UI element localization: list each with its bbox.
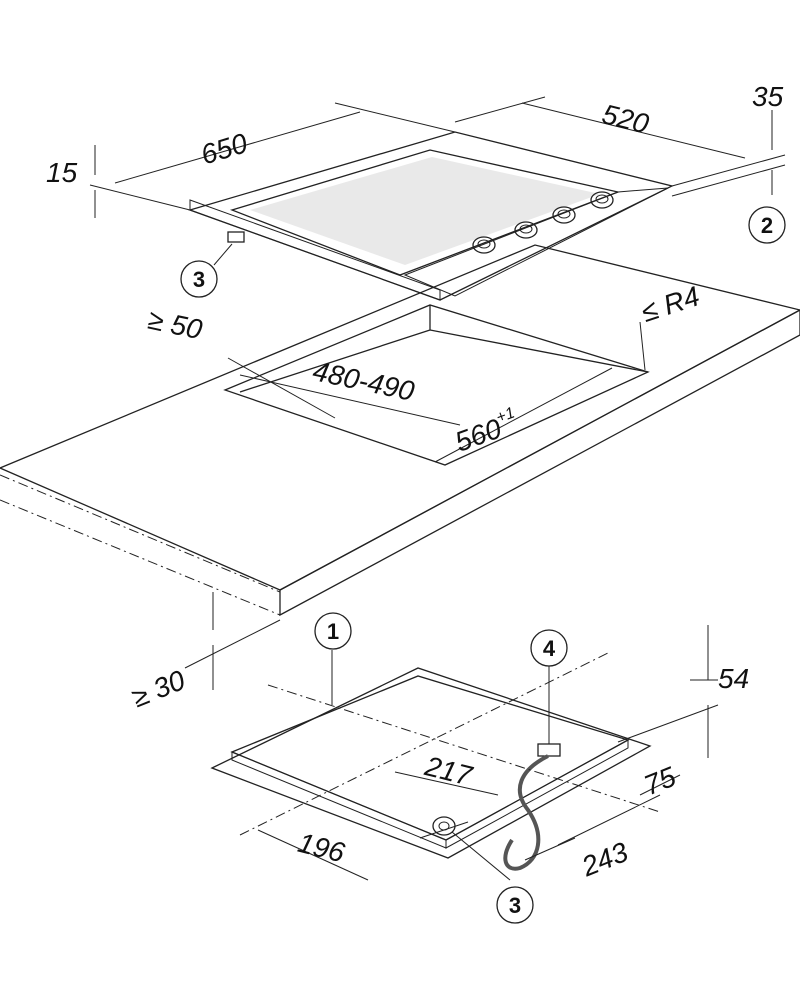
hob-base-plate	[210, 667, 652, 859]
dimension-hob-depth: 520	[599, 98, 652, 139]
callout-1: 1	[314, 612, 352, 650]
control-knob-2	[514, 221, 538, 239]
worktop	[0, 244, 800, 617]
control-knob-1	[472, 236, 496, 254]
dimension-217: 217	[421, 750, 476, 792]
hob-top	[187, 131, 674, 301]
hob-base-front	[231, 751, 447, 849]
cutout-inner-walls	[239, 305, 649, 393]
bottom-dimension-lines	[239, 625, 719, 881]
hob-glass-highlight	[250, 157, 600, 265]
callout-3-bottom-label: 3	[509, 893, 521, 918]
worktop-front-edge	[279, 309, 800, 617]
callout-2: 2	[748, 206, 786, 244]
dimension-196: 196	[295, 827, 348, 868]
gas-connector-top	[227, 231, 245, 243]
dimension-75: 75	[640, 761, 681, 802]
callout-3-bottom: 3	[496, 886, 534, 924]
electrical-connection-box	[537, 743, 561, 757]
dimension-frame-thickness: 15	[46, 157, 78, 188]
dimension-cutout-width: 560+1	[450, 404, 522, 457]
worktop-top-surface	[0, 244, 800, 591]
control-panel	[403, 187, 669, 297]
control-knob-3	[552, 206, 576, 224]
control-knobs	[472, 191, 614, 254]
mains-cable	[503, 754, 549, 871]
dimension-hob-height: 35	[752, 81, 784, 112]
dimension-243: 243	[576, 836, 632, 883]
dimension-min-rear-clearance: ≥ 50	[145, 304, 205, 346]
top-dimension-lines	[89, 96, 786, 690]
callout-1-label: 1	[327, 619, 339, 644]
worktop-cutout	[223, 304, 650, 466]
dimension-min-worktop-thickness: ≥ 30	[127, 664, 189, 713]
callout-3-top: 3	[180, 243, 233, 298]
callout-3-top-label: 3	[193, 267, 205, 292]
callout-4: 4	[530, 629, 568, 744]
worktop-broken-edge	[0, 474, 281, 616]
callout-4-label: 4	[543, 636, 556, 661]
dimension-54: 54	[718, 663, 749, 694]
dimension-hob-width: 650	[197, 127, 251, 170]
control-knob-4	[590, 191, 614, 209]
dimension-cutout-depth: 480-490	[310, 355, 417, 407]
dimension-corner-radius: ≤ R4	[638, 280, 704, 328]
callout-2-label: 2	[761, 213, 773, 238]
